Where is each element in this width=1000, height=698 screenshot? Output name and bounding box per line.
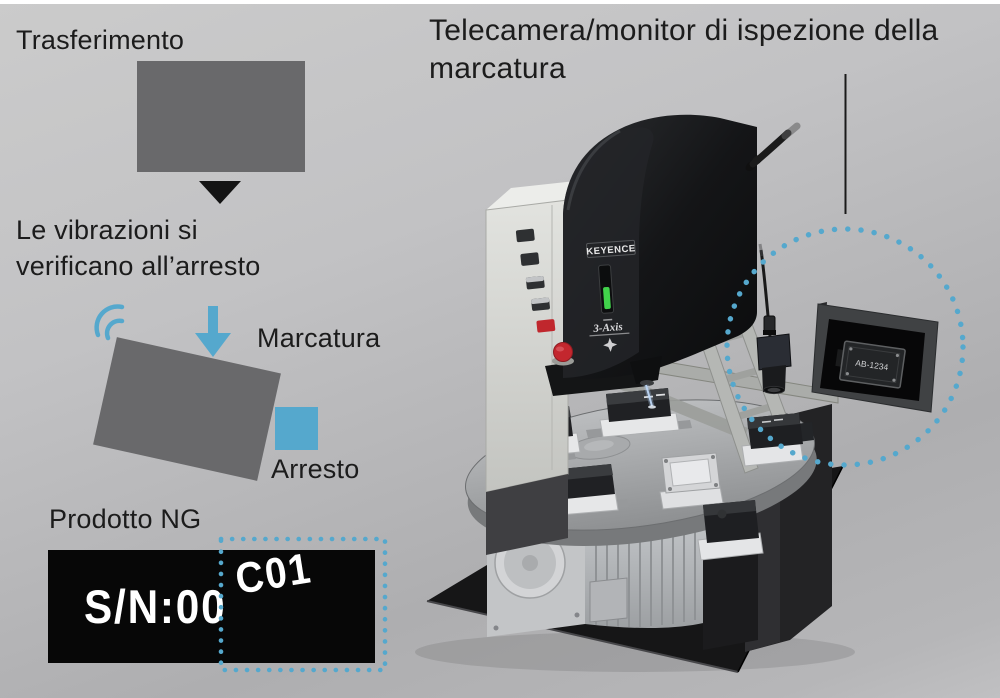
camera-monitor-label-line2: marcatura bbox=[429, 52, 566, 85]
vibration-label-line1: Le vibrazioni si bbox=[16, 215, 198, 245]
inspection-camera bbox=[756, 243, 792, 395]
fixture-back-marking-station bbox=[586, 388, 692, 438]
fixture-right-station bbox=[741, 413, 814, 467]
fixture-white-clamp bbox=[659, 452, 724, 510]
gearbox-top bbox=[487, 499, 598, 516]
control-cabinet bbox=[485, 179, 594, 555]
stop-block bbox=[275, 407, 318, 450]
marking-machine-illustration: KEYENCE 3-Axis bbox=[415, 74, 966, 673]
gearbox-front bbox=[487, 507, 585, 637]
vibration-label: Le vibrazioni si verificano all’arresto bbox=[16, 212, 261, 284]
tilted-product-rect bbox=[93, 337, 281, 481]
junction-box bbox=[589, 577, 628, 623]
status-led bbox=[598, 264, 615, 321]
laser-nozzle bbox=[630, 356, 662, 386]
monitor-display-text: AB-1234 bbox=[855, 358, 889, 373]
fixture-front bbox=[533, 464, 629, 517]
base-plate bbox=[426, 465, 844, 673]
support-pillar bbox=[745, 404, 832, 652]
gantry-frame bbox=[589, 307, 839, 474]
head-model-logo-text: 3-Axis bbox=[592, 321, 623, 335]
cabinet-buttons bbox=[515, 228, 556, 333]
vibration-waves-icon bbox=[94, 304, 125, 341]
stop-label: Arresto bbox=[271, 454, 360, 484]
emergency-stop-button bbox=[552, 342, 574, 366]
down-arrow-icon bbox=[199, 181, 241, 204]
power-cable bbox=[745, 122, 801, 171]
transfer-label: Trasferimento bbox=[16, 25, 185, 55]
fixture-left bbox=[497, 397, 581, 463]
ng-serial-text: S/N:00 bbox=[84, 580, 227, 633]
vibration-label-line2: verificano all’arresto bbox=[16, 251, 261, 281]
fixture-front-right-station bbox=[697, 500, 764, 650]
top-white-strip bbox=[0, 0, 1000, 4]
ng-misprint-text: C01 bbox=[232, 544, 316, 604]
drive-motor bbox=[487, 499, 746, 637]
laser-marker-head: KEYENCE 3-Axis bbox=[545, 114, 801, 396]
rotary-table bbox=[465, 399, 817, 547]
camera-monitor-label-line1: Telecamera/monitor di ispezione della bbox=[429, 14, 939, 47]
laser-beam bbox=[643, 384, 656, 409]
monitor-displayed-part: AB-1234 bbox=[835, 340, 906, 389]
ng-sample-box: S/N:00 C01 bbox=[48, 544, 375, 663]
machine-shadow bbox=[415, 632, 855, 672]
inspection-monitor: AB-1234 bbox=[811, 302, 939, 413]
keyence-logo-text: KEYENCE bbox=[586, 243, 636, 257]
ng-product-label: Prodotto NG bbox=[49, 504, 202, 534]
transfer-product-rect bbox=[137, 61, 305, 172]
marking-arrow-icon bbox=[195, 306, 231, 357]
camera-monitor-label: Telecamera/monitor di ispezione della ma… bbox=[429, 12, 938, 88]
highlight-dotted-circle bbox=[724, 226, 966, 468]
marking-label: Marcatura bbox=[257, 323, 381, 353]
